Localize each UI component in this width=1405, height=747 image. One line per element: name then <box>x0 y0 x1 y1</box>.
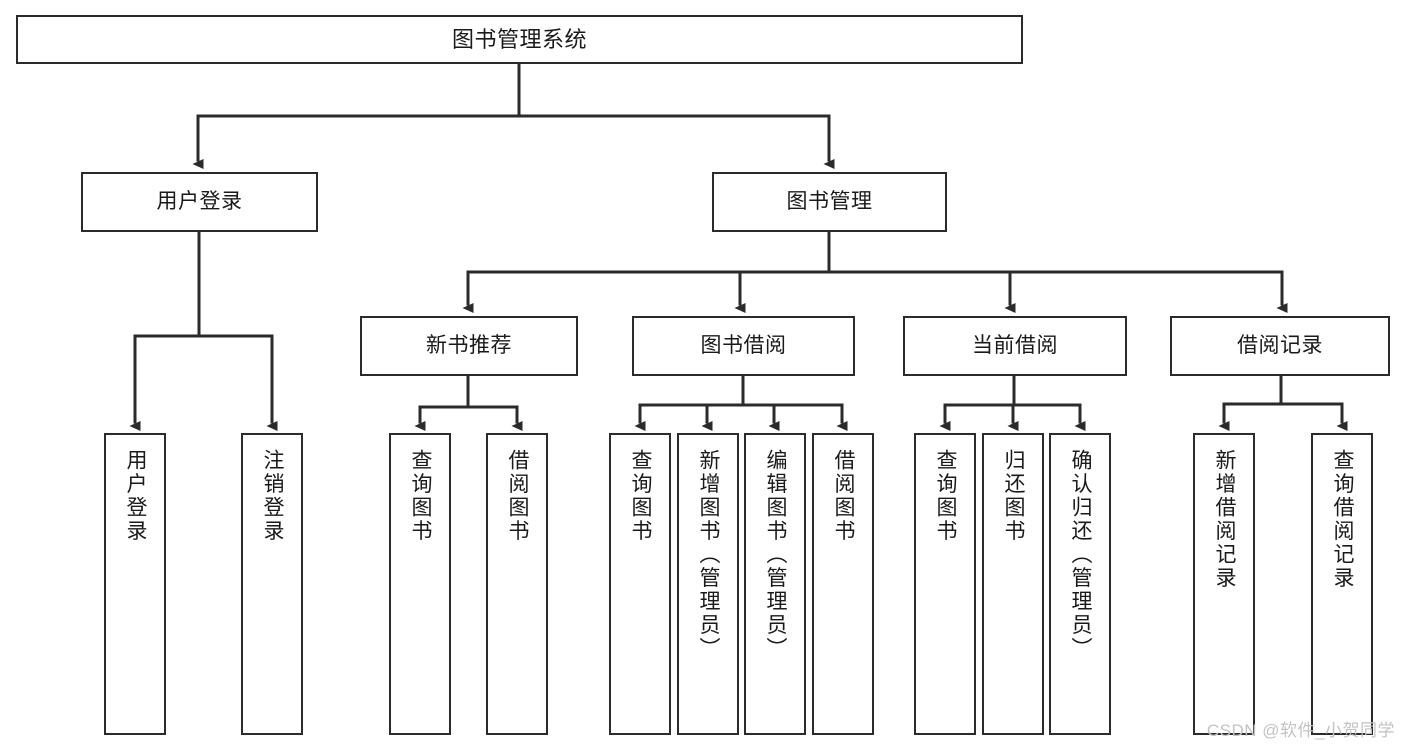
node-leaf-cu-return-books-label: 归还图书 <box>1002 449 1026 543</box>
node-borrow-records[interactable]: 借阅记录 <box>1170 316 1390 376</box>
node-current-borrow-label: 当前借阅 <box>972 333 1058 357</box>
node-leaf-bo-add-book-admin[interactable]: 新增图书（管理员） <box>677 433 739 735</box>
node-book-borrow[interactable]: 图书借阅 <box>632 316 855 376</box>
node-leaf-re-add-record[interactable]: 新增借阅记录 <box>1193 433 1255 735</box>
node-root[interactable]: 图书管理系统 <box>16 15 1023 64</box>
node-borrow-records-label: 借阅记录 <box>1237 333 1323 357</box>
node-leaf-bo-borrow-books-label: 借阅图书 <box>832 449 856 543</box>
node-new-book-recommend-label: 新书推荐 <box>426 333 512 357</box>
node-leaf-logout[interactable]: 注销登录 <box>241 433 303 735</box>
node-leaf-bo-edit-book-admin-label: 编辑图书（管理员） <box>764 449 788 661</box>
node-leaf-bo-edit-book-admin[interactable]: 编辑图书（管理员） <box>744 433 806 735</box>
node-leaf-cu-return-books[interactable]: 归还图书 <box>982 433 1044 735</box>
node-leaf-cu-query-books[interactable]: 查询图书 <box>914 433 976 735</box>
node-leaf-bo-add-book-admin-label: 新增图书（管理员） <box>697 449 721 661</box>
node-user-login[interactable]: 用户登录 <box>81 172 318 232</box>
node-leaf-nb-borrow-books[interactable]: 借阅图书 <box>486 433 548 735</box>
node-user-login-label: 用户登录 <box>156 189 243 213</box>
node-book-management-label: 图书管理 <box>786 189 873 213</box>
node-leaf-nb-query-books[interactable]: 查询图书 <box>389 433 451 735</box>
node-leaf-cu-query-books-label: 查询图书 <box>934 449 958 543</box>
node-book-borrow-label: 图书借阅 <box>700 333 787 357</box>
node-leaf-cu-confirm-return-admin-label: 确认归还（管理员） <box>1069 449 1093 661</box>
node-leaf-re-query-record-label: 查询借阅记录 <box>1331 449 1355 590</box>
node-current-borrow[interactable]: 当前借阅 <box>903 316 1127 376</box>
node-leaf-re-add-record-label: 新增借阅记录 <box>1213 449 1237 590</box>
node-leaf-bo-borrow-books[interactable]: 借阅图书 <box>812 433 874 735</box>
node-root-label: 图书管理系统 <box>451 26 587 52</box>
node-leaf-user-login-label: 用户登录 <box>124 449 148 543</box>
node-leaf-re-query-record[interactable]: 查询借阅记录 <box>1311 433 1373 735</box>
node-leaf-nb-query-books-label: 查询图书 <box>409 449 433 543</box>
node-leaf-bo-query-books[interactable]: 查询图书 <box>609 433 671 735</box>
node-leaf-nb-borrow-books-label: 借阅图书 <box>506 449 530 543</box>
node-new-book-recommend[interactable]: 新书推荐 <box>360 316 578 376</box>
node-leaf-user-login[interactable]: 用户登录 <box>104 433 166 735</box>
node-leaf-logout-label: 注销登录 <box>261 449 285 543</box>
node-leaf-cu-confirm-return-admin[interactable]: 确认归还（管理员） <box>1049 433 1111 735</box>
node-leaf-bo-query-books-label: 查询图书 <box>629 449 653 543</box>
node-book-management[interactable]: 图书管理 <box>712 172 947 232</box>
